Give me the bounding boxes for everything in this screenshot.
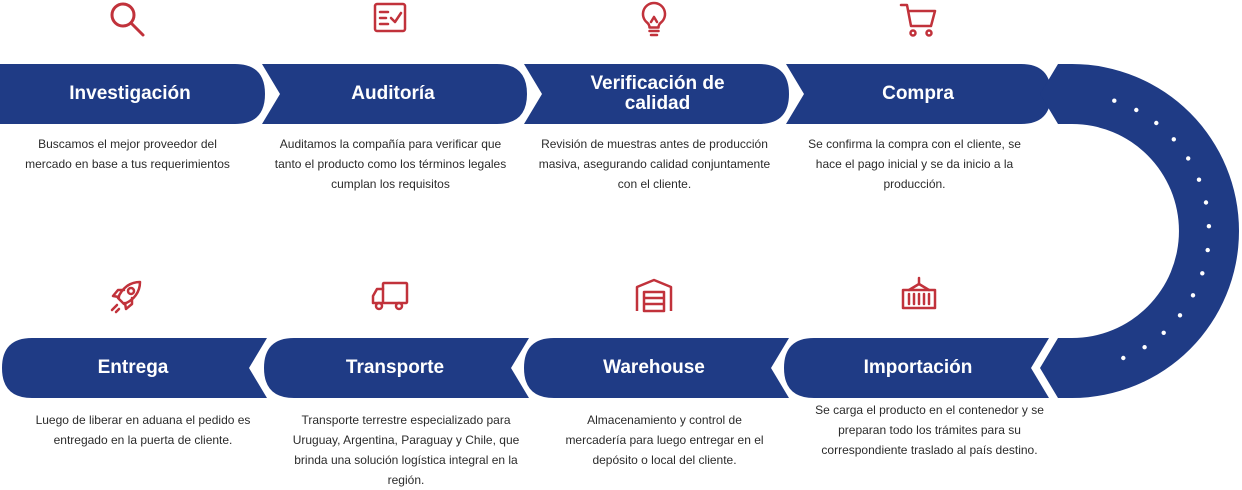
step-desc-verificacion: Revisión de muestras antes de producción… xyxy=(538,137,771,191)
road-segment-top-2 xyxy=(262,64,527,124)
road-segment-bottom-3 xyxy=(524,338,789,398)
step-desc-compra: Se confirma la compra con el cliente, se… xyxy=(808,137,1021,191)
magnifier-icon xyxy=(105,0,149,42)
road-dash xyxy=(1121,355,1126,361)
road-dash xyxy=(1177,313,1183,318)
road-dash xyxy=(1142,345,1147,350)
step-label-importacion: Importación xyxy=(863,357,973,378)
step-label-warehouse: Warehouse xyxy=(603,357,705,378)
road-dash xyxy=(1190,293,1196,298)
step-desc-importacion: Se carga el producto en el contenedor y … xyxy=(815,403,1044,457)
road-dashes xyxy=(1112,98,1212,361)
road-segment-top-4 xyxy=(786,64,1051,124)
road-segment-bottom-1 xyxy=(2,338,267,398)
step-desc-warehouse: Almacenamiento y control de mercadería p… xyxy=(565,413,764,467)
step-label-compra: Compra xyxy=(882,83,954,104)
step-desc-investigacion: Buscamos el mejor proveedor del mercado … xyxy=(25,137,230,171)
road-segment-bottom-2 xyxy=(264,338,529,398)
road-dash xyxy=(1196,177,1202,182)
road-dash xyxy=(1112,98,1117,103)
checklist-icon xyxy=(368,0,412,42)
road-dash xyxy=(1205,247,1210,253)
road-segment-bottom-4 xyxy=(784,338,1049,398)
road-segment-top-3 xyxy=(524,64,789,124)
road-segments xyxy=(0,64,1051,398)
road-dash xyxy=(1186,156,1191,161)
road-dash xyxy=(1161,330,1166,335)
road-dash xyxy=(1200,271,1205,276)
road-dash xyxy=(1154,120,1159,126)
road-dash xyxy=(1206,224,1212,229)
step-label-verificacion: Verificación de calidad xyxy=(590,73,725,114)
road-dash xyxy=(1203,200,1209,205)
road-dash xyxy=(1134,107,1139,113)
warehouse-icon xyxy=(632,274,676,318)
lightbulb-icon xyxy=(632,0,676,42)
step-label-entrega: Entrega xyxy=(97,357,169,378)
step-desc-transporte: Transporte terrestre especializado para … xyxy=(292,413,520,487)
step-label-investigacion: Investigación xyxy=(69,83,191,104)
road-dash xyxy=(1171,137,1177,142)
truck-icon xyxy=(368,274,412,318)
road-curve xyxy=(1040,64,1239,398)
step-desc-entrega: Luego de liberar en aduana el pedido es … xyxy=(35,413,251,447)
step-label-transporte: Transporte xyxy=(345,357,445,378)
container-icon xyxy=(897,274,941,318)
road-segment-top-1 xyxy=(0,64,265,124)
step-label-auditoria: Auditoría xyxy=(351,83,435,104)
shopping-cart-icon xyxy=(897,0,941,42)
rocket-icon xyxy=(104,274,148,318)
step-desc-auditoria: Auditamos la compañía para verificar que… xyxy=(274,137,507,191)
